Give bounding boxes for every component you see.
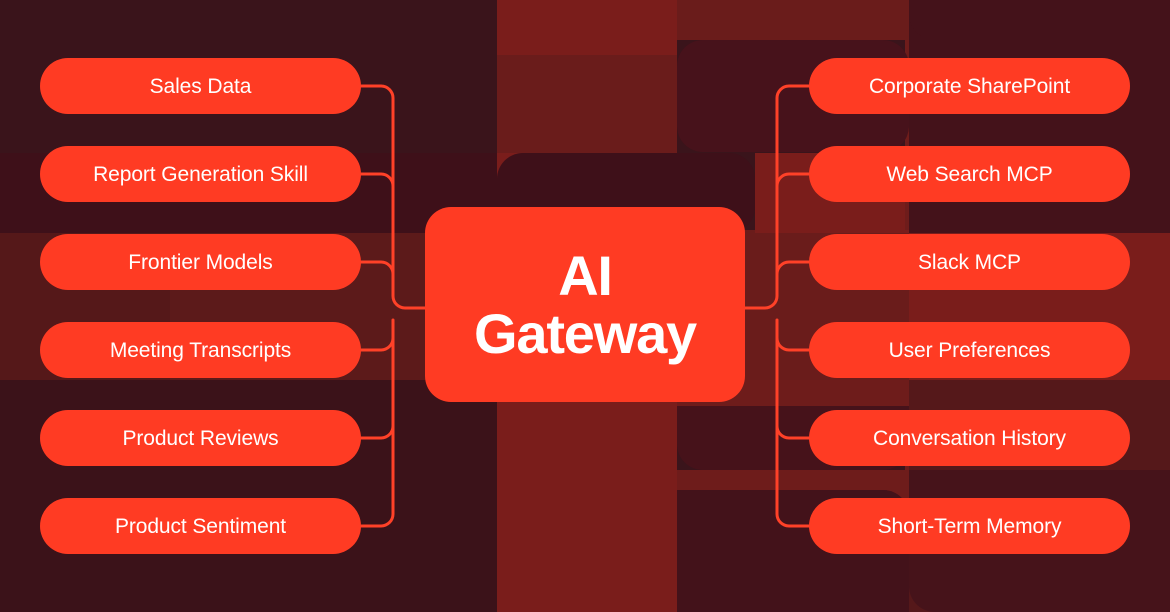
- node-web-search-mcp[interactable]: Web Search MCP: [809, 146, 1130, 202]
- node-short-term-memory[interactable]: Short-Term Memory: [809, 498, 1130, 554]
- node-frontier-models[interactable]: Frontier Models: [40, 234, 361, 290]
- node-label: Web Search MCP: [886, 162, 1053, 186]
- node-label: Product Reviews: [122, 426, 279, 450]
- node-label: Frontier Models: [128, 250, 273, 274]
- center-title-line-1: AI: [558, 244, 613, 308]
- node-user-preferences[interactable]: User Preferences: [809, 322, 1130, 378]
- node-label: Conversation History: [873, 426, 1066, 450]
- node-label: Product Sentiment: [114, 514, 287, 538]
- node-report-generation-skill[interactable]: Report Generation Skill: [40, 146, 361, 202]
- node-label: Slack MCP: [918, 250, 1021, 274]
- node-corporate-sharepoint[interactable]: Corporate SharePoint: [809, 58, 1130, 114]
- center-title-line-2: Gateway: [474, 301, 697, 365]
- node-slack-mcp[interactable]: Slack MCP: [809, 234, 1130, 290]
- node-label: Meeting Transcripts: [109, 338, 292, 362]
- node-meeting-transcripts[interactable]: Meeting Transcripts: [40, 322, 361, 378]
- node-label: Short-Term Memory: [877, 514, 1062, 538]
- node-label: Report Generation Skill: [93, 162, 308, 186]
- node-label: Corporate SharePoint: [868, 74, 1071, 98]
- node-ai-gateway[interactable]: AI Gateway: [425, 207, 745, 402]
- node-product-reviews[interactable]: Product Reviews: [40, 410, 361, 466]
- node-label: User Preferences: [888, 338, 1051, 362]
- node-label: Sales Data: [149, 74, 252, 98]
- node-conversation-history[interactable]: Conversation History: [809, 410, 1130, 466]
- node-sales-data[interactable]: Sales Data: [40, 58, 361, 114]
- node-product-sentiment[interactable]: Product Sentiment: [40, 498, 361, 554]
